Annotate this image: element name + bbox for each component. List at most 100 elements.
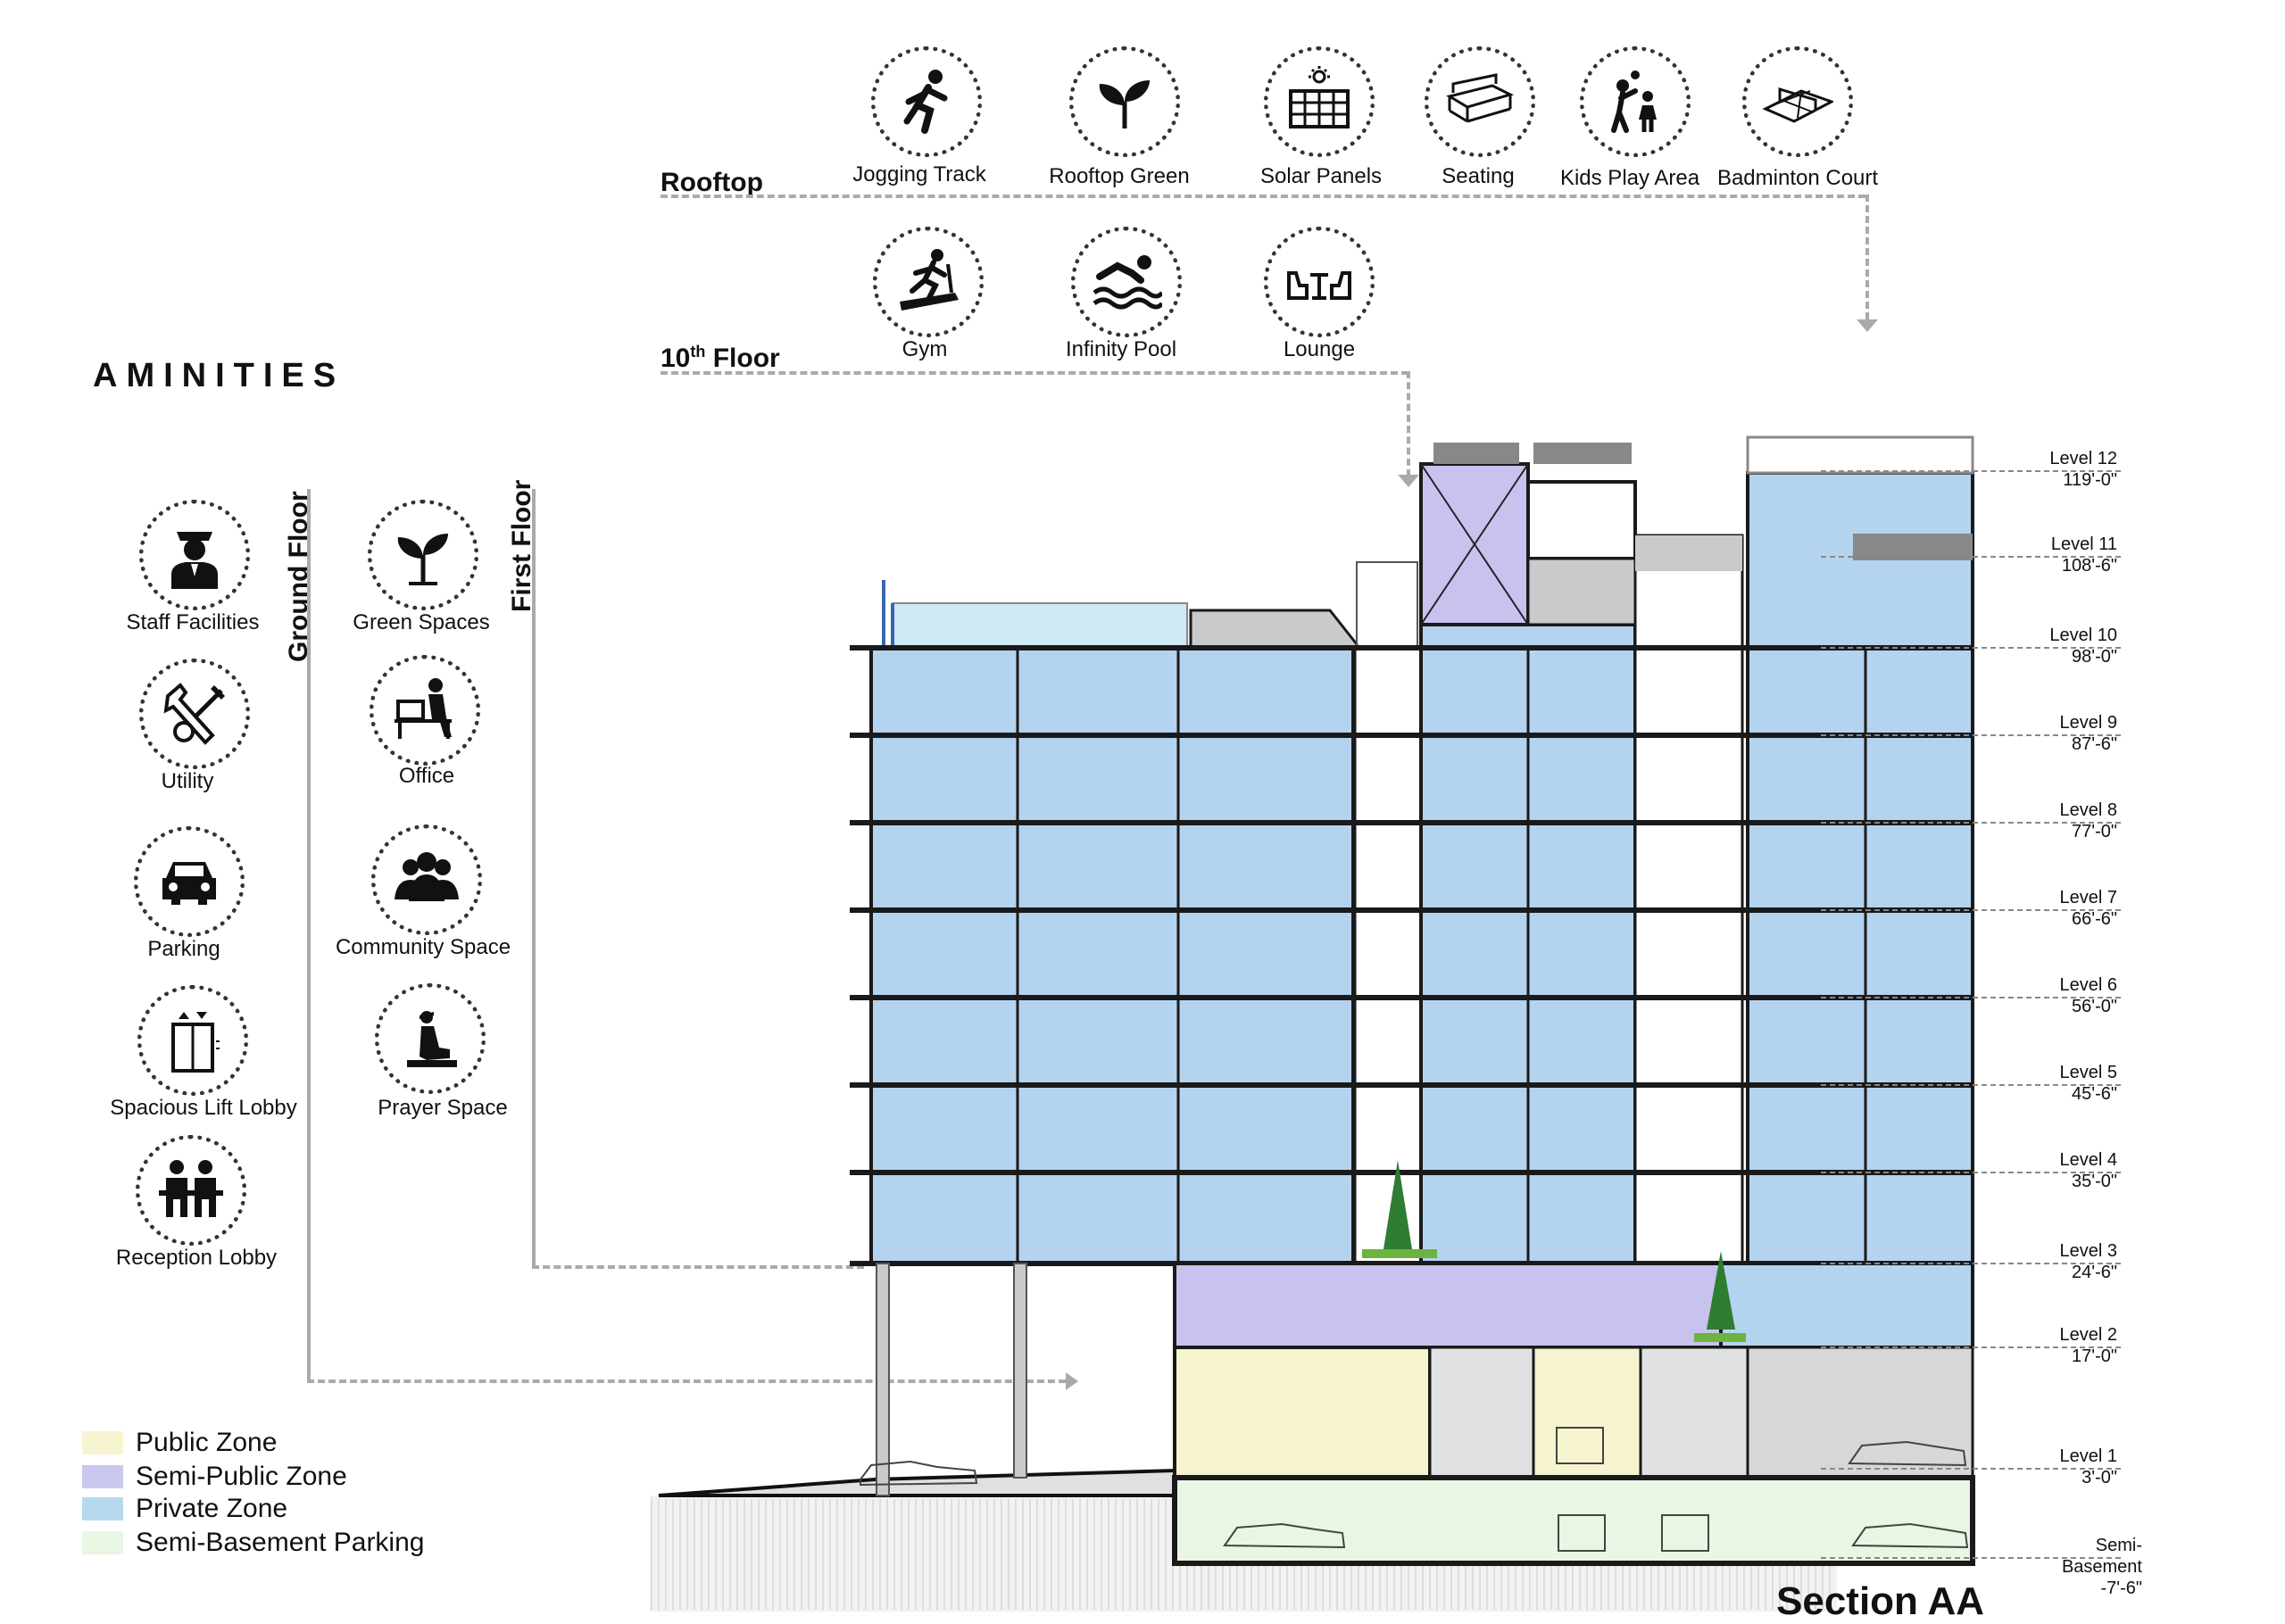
legend-swatch — [82, 1465, 123, 1488]
badminton-court-icon — [1742, 46, 1853, 157]
right-wing — [1746, 471, 1974, 1265]
level-name: Level 6 — [2059, 975, 2118, 995]
arrow-down-rooftop — [1857, 319, 1878, 332]
level-name: Level 9 — [2059, 713, 2118, 733]
arrow-right-ground — [1066, 1372, 1078, 1390]
solar-panels-icon — [1264, 46, 1375, 157]
level-elevation: 24'-6" — [2072, 1263, 2117, 1282]
level-name: Level 7 — [2059, 888, 2118, 907]
section-title: Section AA — [1776, 1579, 1985, 1623]
level-elevation: -7'-6" — [2100, 1578, 2142, 1598]
label-staff-facilities: Staff Facilities — [126, 610, 260, 634]
label-green-spaces: Green Spaces — [353, 610, 490, 634]
label-kids-play-area: Kids Play Area — [1559, 166, 1700, 190]
prayer-space-icon — [375, 983, 486, 1094]
office-icon — [370, 655, 480, 766]
level-elevation: 108'-6" — [2061, 556, 2117, 576]
level-name: Level 8 — [2059, 800, 2118, 820]
lounge-icon — [1264, 227, 1375, 337]
left-wing — [869, 646, 1355, 1265]
label-gym: Gym — [902, 337, 948, 361]
floor-label-tenth: 10th Floor — [661, 343, 780, 373]
roof-block — [1189, 609, 1359, 650]
stair-void — [1633, 534, 1744, 1265]
rooftop-green-icon — [1069, 46, 1180, 157]
level-name: Level 10 — [2049, 626, 2117, 645]
cars — [860, 1427, 1969, 1552]
level-name: Level 5 — [2059, 1063, 2118, 1082]
entry-ramp — [658, 1468, 1176, 1497]
level-label: Level 7 66'-6" — [1992, 887, 2118, 930]
label-jogging-track: Jogging Track — [852, 162, 986, 186]
central-core — [1353, 646, 1423, 1265]
legend-item: Semi-Public Zone — [82, 1462, 347, 1492]
label-prayer-space: Prayer Space — [378, 1096, 508, 1120]
legend-swatch — [82, 1497, 123, 1520]
elevator-icon — [137, 985, 248, 1096]
level-label: Level 12 119'-0" — [1992, 448, 2117, 491]
level-elevation: 17'-0" — [2072, 1346, 2117, 1366]
legend-item: Private Zone — [82, 1494, 287, 1524]
floor-label-rooftop: Rooftop — [661, 168, 763, 197]
label-spacious-lift-lobby: Spacious Lift Lobby — [110, 1096, 297, 1120]
level-name: Level 1 — [2059, 1446, 2118, 1466]
level-elevation: 35'-0" — [2072, 1172, 2117, 1191]
level-name: Level 2 — [2059, 1325, 2118, 1345]
level-elevation: 98'-0" — [2072, 647, 2117, 667]
label-badminton-court: Badminton Court — [1716, 166, 1879, 190]
kids-play-area-icon — [1580, 46, 1691, 157]
level-name: Level 12 — [2049, 449, 2117, 468]
label-office: Office — [398, 764, 455, 788]
level-label: Level 5 45'-6" — [1992, 1062, 2118, 1105]
level-label: Level 6 56'-0" — [1992, 974, 2118, 1017]
label-parking: Parking — [147, 937, 220, 961]
label-utility: Utility — [161, 769, 214, 793]
level-elevation: 45'-6" — [2072, 1084, 2117, 1104]
page-title: AMINITIES — [93, 357, 345, 394]
staff-facilities-icon — [139, 500, 250, 610]
level-label: Level 1 3'-0" — [1992, 1446, 2118, 1488]
label-community-space: Community Space — [335, 935, 511, 959]
car-parking-icon — [134, 826, 245, 937]
legend-swatch — [82, 1431, 123, 1454]
level-name: Semi-Basement — [2061, 1536, 2142, 1577]
community-space-icon — [371, 824, 482, 935]
public-level — [1173, 1346, 1432, 1479]
level-elevation: 77'-0" — [2072, 822, 2117, 841]
semi-basement-parking — [1172, 1475, 1975, 1566]
arrow-down-tenth — [1398, 475, 1419, 487]
label-rooftop-green: Rooftop Green — [1049, 164, 1190, 188]
semi-public-level — [1173, 1262, 1723, 1349]
label-reception-lobby: Reception Lobby — [115, 1246, 278, 1270]
infinity-pool-icon — [1071, 227, 1182, 337]
gym-icon — [873, 227, 984, 337]
legend-label: Public Zone — [136, 1428, 278, 1457]
utility-icon — [139, 659, 250, 769]
legend-item: Public Zone — [82, 1428, 277, 1458]
legend-swatch — [82, 1531, 123, 1554]
level-elevation: 66'-6" — [2072, 909, 2117, 929]
legend-label: Semi-Public Zone — [136, 1462, 347, 1491]
level-label: Level 10 98'-0" — [1992, 625, 2117, 667]
level-elevation: 56'-0" — [2072, 997, 2117, 1016]
legend-item: Semi-Basement Parking — [82, 1528, 424, 1558]
label-seating: Seating — [1442, 164, 1515, 188]
level-elevation: 119'-0" — [2063, 470, 2117, 490]
seating-icon — [1425, 46, 1535, 157]
label-solar-panels: Solar Panels — [1259, 164, 1383, 188]
reception-lobby-icon — [136, 1135, 246, 1246]
green-spaces-icon — [368, 500, 478, 610]
level-label: Semi-Basement-7'-6" — [2017, 1535, 2142, 1599]
jogging-track-icon — [871, 46, 982, 157]
level-elevation: 87'-6" — [2072, 734, 2117, 754]
legend-label: Semi-Basement Parking — [136, 1528, 425, 1557]
infinity-pool — [892, 602, 1188, 649]
level-elevation: 3'-0" — [2081, 1468, 2117, 1487]
